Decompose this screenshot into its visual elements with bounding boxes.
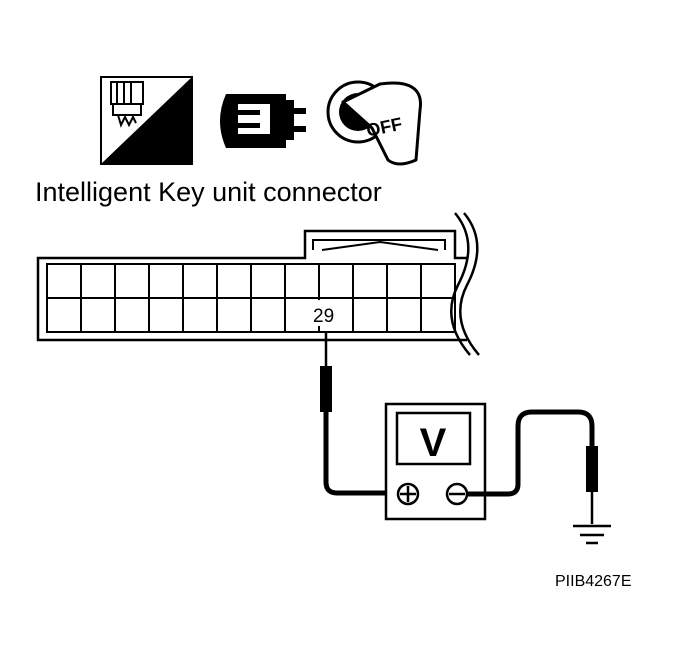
- positive-terminal-icon: [396, 482, 420, 506]
- test-probe-negative: [467, 409, 598, 524]
- pin-label-bg: [311, 300, 343, 326]
- connector-body: [36, 212, 480, 356]
- ignition-key-off-icon: OFF: [326, 80, 422, 166]
- harness-side-icon: H.S.: [100, 76, 193, 165]
- connector-title: Intelligent Key unit connector: [35, 177, 382, 207]
- harness-side-label: H.S.: [140, 134, 191, 164]
- voltmeter: V: [384, 402, 487, 521]
- negative-terminal-icon: [445, 482, 469, 506]
- ground-icon: [573, 524, 611, 545]
- connector-icon: [220, 94, 306, 148]
- test-probe-positive: [320, 332, 396, 496]
- pin-29-label: 29: [313, 306, 334, 327]
- figure-code: PIIB4267E: [555, 573, 632, 590]
- voltmeter-display: V: [420, 421, 447, 465]
